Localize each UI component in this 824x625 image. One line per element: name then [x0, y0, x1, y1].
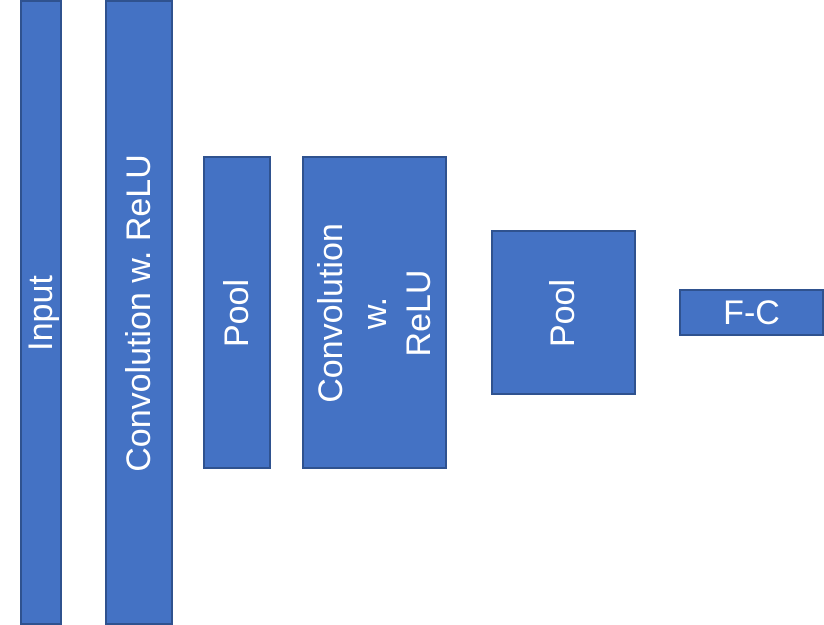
fully-connected-label: F-C	[723, 293, 780, 332]
pool-1-label: Pool	[218, 278, 256, 347]
convolution-relu-2-label: Convolution w. ReLU	[311, 222, 438, 403]
convolution-relu-2-block: Convolution w. ReLU	[302, 156, 447, 469]
pool-1-block: Pool	[203, 156, 271, 469]
input-layer-label: Input	[22, 274, 60, 351]
input-layer-block: Input	[20, 0, 62, 625]
pool-2-block: Pool	[491, 230, 636, 395]
pool-2-label: Pool	[544, 278, 583, 347]
fully-connected-block: F-C	[679, 289, 824, 336]
convolution-relu-1-label: Convolution w. ReLU	[120, 153, 159, 472]
convolution-relu-1-block: Convolution w. ReLU	[105, 0, 173, 625]
